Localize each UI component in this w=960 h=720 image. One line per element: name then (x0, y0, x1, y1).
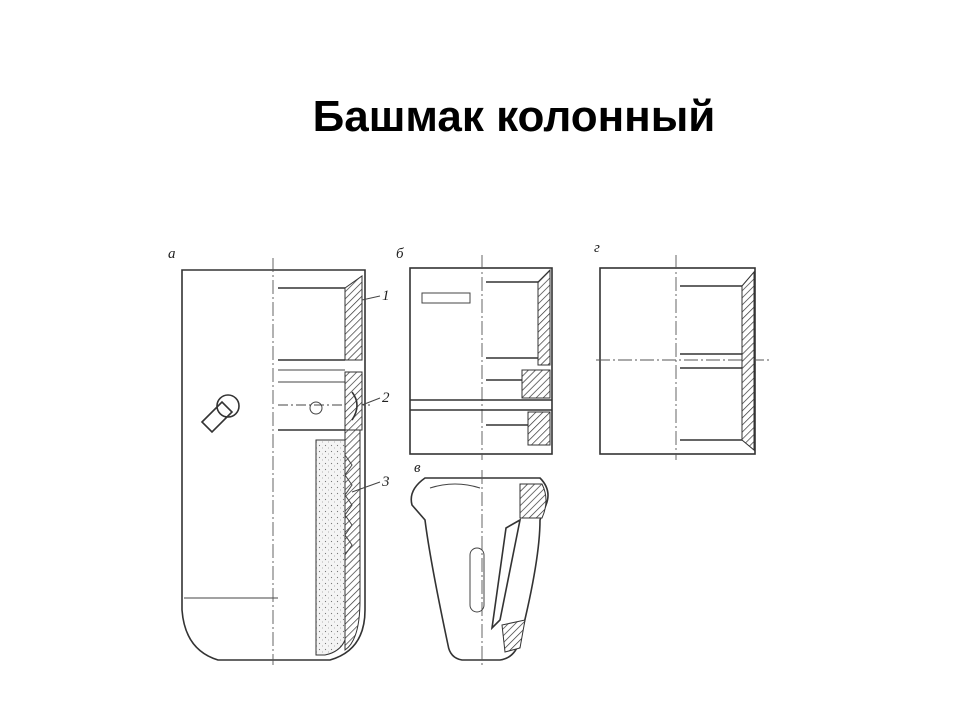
view-g: г (594, 240, 770, 460)
valve-pin-icon (216, 394, 240, 418)
callout-3: 3 (381, 474, 390, 490)
callout-2: 2 (382, 390, 390, 406)
view-a-label: а (168, 246, 176, 262)
view-b: б (396, 246, 553, 460)
view-v: в (410, 460, 549, 665)
view-a: а 1 2 3 (168, 246, 390, 665)
view-b-label: б (396, 246, 404, 262)
callout-1: 1 (382, 288, 390, 304)
view-v-label: в (414, 460, 421, 476)
view-g-label: г (594, 240, 600, 256)
slide-title: Башмак колонный (312, 92, 716, 141)
